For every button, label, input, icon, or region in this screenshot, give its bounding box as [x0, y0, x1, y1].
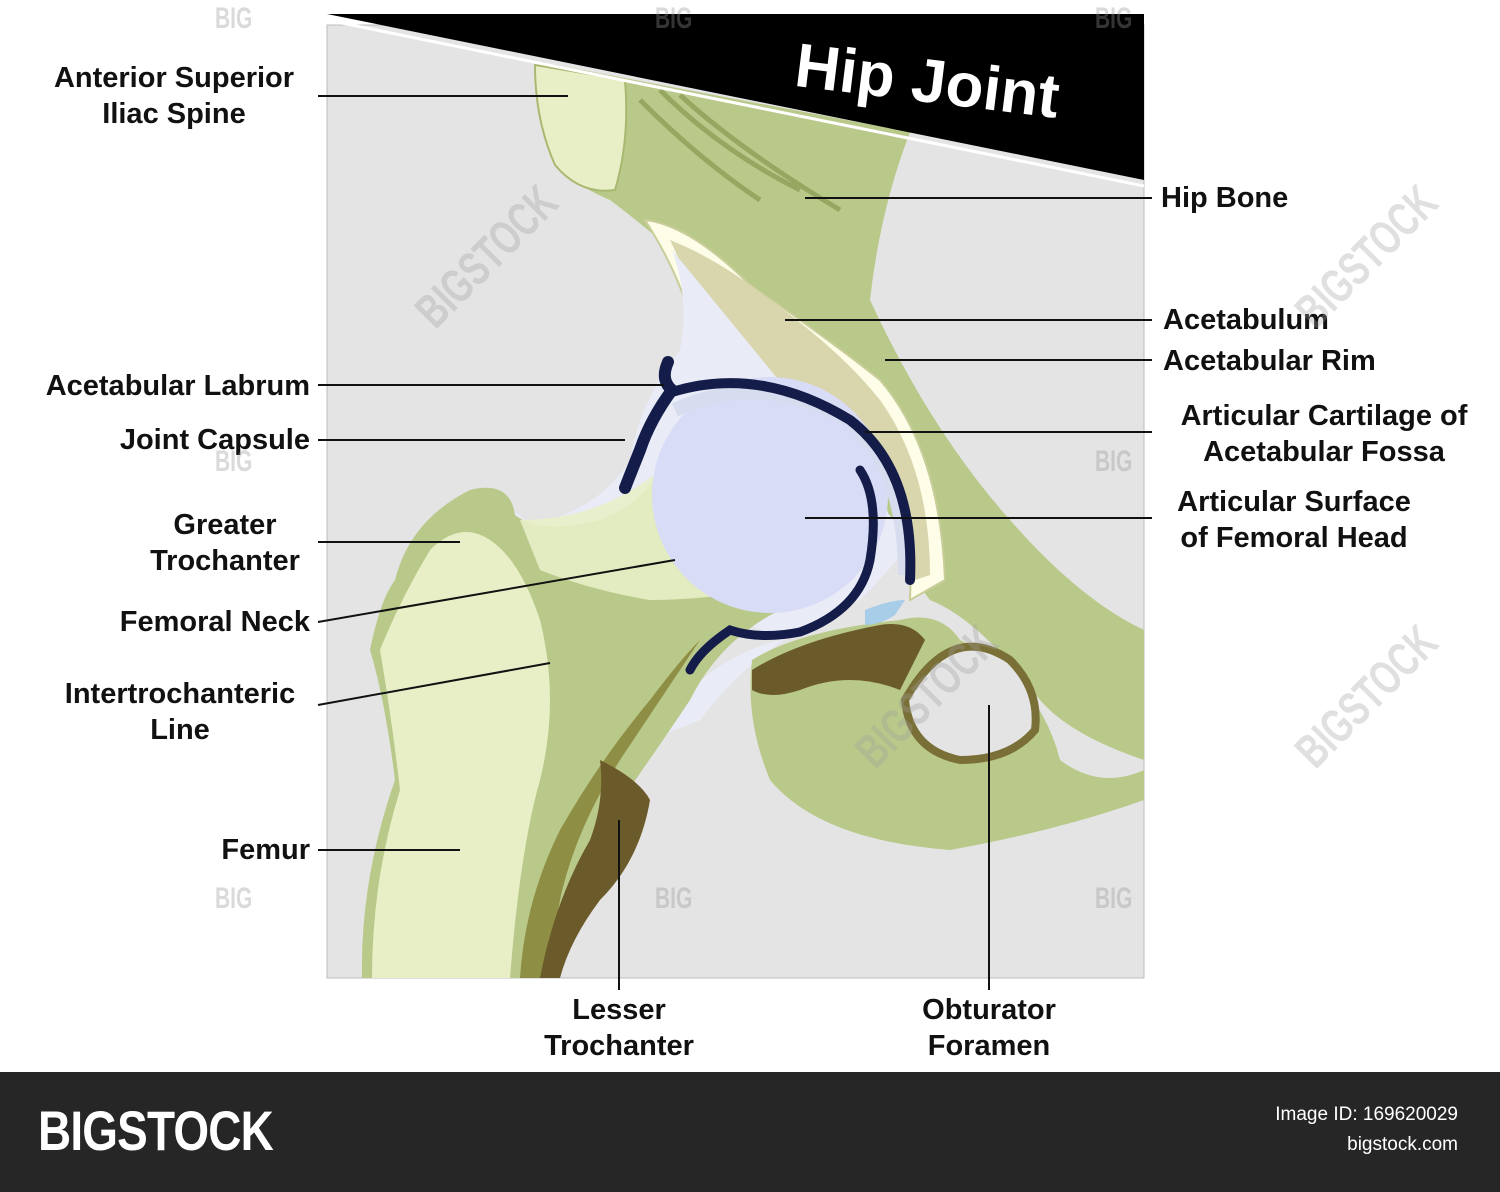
image-id: Image ID: 169620029	[1275, 1104, 1458, 1125]
label-line: Line	[150, 714, 210, 746]
label-articular-cartilage: Articular Cartilage of Acetabular Fossa	[1160, 398, 1488, 470]
watermark-big: BIG	[655, 2, 693, 35]
label-anterior-superior-iliac-spine: Anterior Superior Iliac Spine	[30, 60, 318, 132]
label-articular-surface: Articular Surface of Femoral Head	[1160, 484, 1428, 556]
title-band-edge	[326, 18, 1145, 188]
label-greater-trochanter: Greater Trochanter	[130, 507, 320, 579]
site-link[interactable]: bigstock.com	[1347, 1134, 1458, 1155]
footer-bar	[0, 1072, 1500, 1192]
ilium-striations	[638, 88, 842, 213]
watermark-big: BIG	[215, 445, 253, 478]
watermark-big: BIG	[655, 882, 693, 915]
label-line: Intertrochanteric	[64, 678, 296, 710]
label-femoral-neck: Femoral Neck	[119, 606, 310, 638]
label-joint-capsule: Joint Capsule	[119, 424, 310, 456]
acetabulum-spongy	[670, 240, 930, 580]
label-line: Trochanter	[150, 545, 300, 577]
femur-shaft-light	[372, 532, 550, 978]
leader-lines	[317, 95, 1152, 990]
label-line: Obturator	[922, 994, 1056, 1026]
acetabular-labrum-shape	[619, 356, 681, 494]
femoral-head-shape	[652, 377, 888, 613]
label-lesser-trochanter: Lesser Trochanter	[519, 992, 719, 1064]
watermark-big: BIG	[1095, 445, 1133, 478]
label-hip-bone: Hip Bone	[1161, 182, 1289, 214]
label-femur: Femur	[221, 834, 310, 866]
fovea-ligament	[865, 600, 905, 625]
title-band	[327, 14, 1144, 180]
lower-pelvis-shadow	[752, 624, 925, 695]
label-obturator-foramen: Obturator Foramen	[889, 992, 1089, 1064]
watermark-big: BIG	[215, 2, 253, 35]
watermark-big: BIG	[215, 882, 253, 915]
label-line: Lesser	[572, 994, 666, 1026]
label-line: Anterior Superior	[53, 62, 295, 94]
label-line: Articular Cartilage of	[1180, 400, 1468, 432]
femoral-head-rim	[685, 465, 878, 675]
label-acetabulum: Acetabulum	[1163, 304, 1329, 336]
watermark-big: BIG	[1095, 2, 1133, 35]
watermark-big: BIG	[1095, 882, 1133, 915]
label-line: Acetabular Fossa	[1203, 436, 1445, 468]
leader-intertrochanteric-line	[317, 662, 551, 706]
femur-cortex-dark	[520, 640, 700, 978]
obturator-foramen-shape	[900, 642, 1040, 765]
leader-femoral-neck	[317, 559, 676, 623]
lesser-trochanter-shadow	[540, 760, 650, 978]
label-line: Articular Surface	[1177, 486, 1411, 518]
label-line: Greater	[173, 509, 277, 541]
label-acetabular-labrum: Acetabular Labrum	[45, 370, 310, 402]
label-line: Trochanter	[544, 1030, 694, 1062]
brand-logo: BIGSTOCK	[38, 1099, 274, 1162]
label-intertrochanteric-line: Intertrochanteric Line	[40, 676, 320, 748]
label-line: Foramen	[927, 1030, 1051, 1062]
label-line: Iliac Spine	[102, 98, 246, 130]
label-acetabular-rim: Acetabular Rim	[1163, 345, 1376, 377]
label-line: of Femoral Head	[1180, 522, 1408, 554]
